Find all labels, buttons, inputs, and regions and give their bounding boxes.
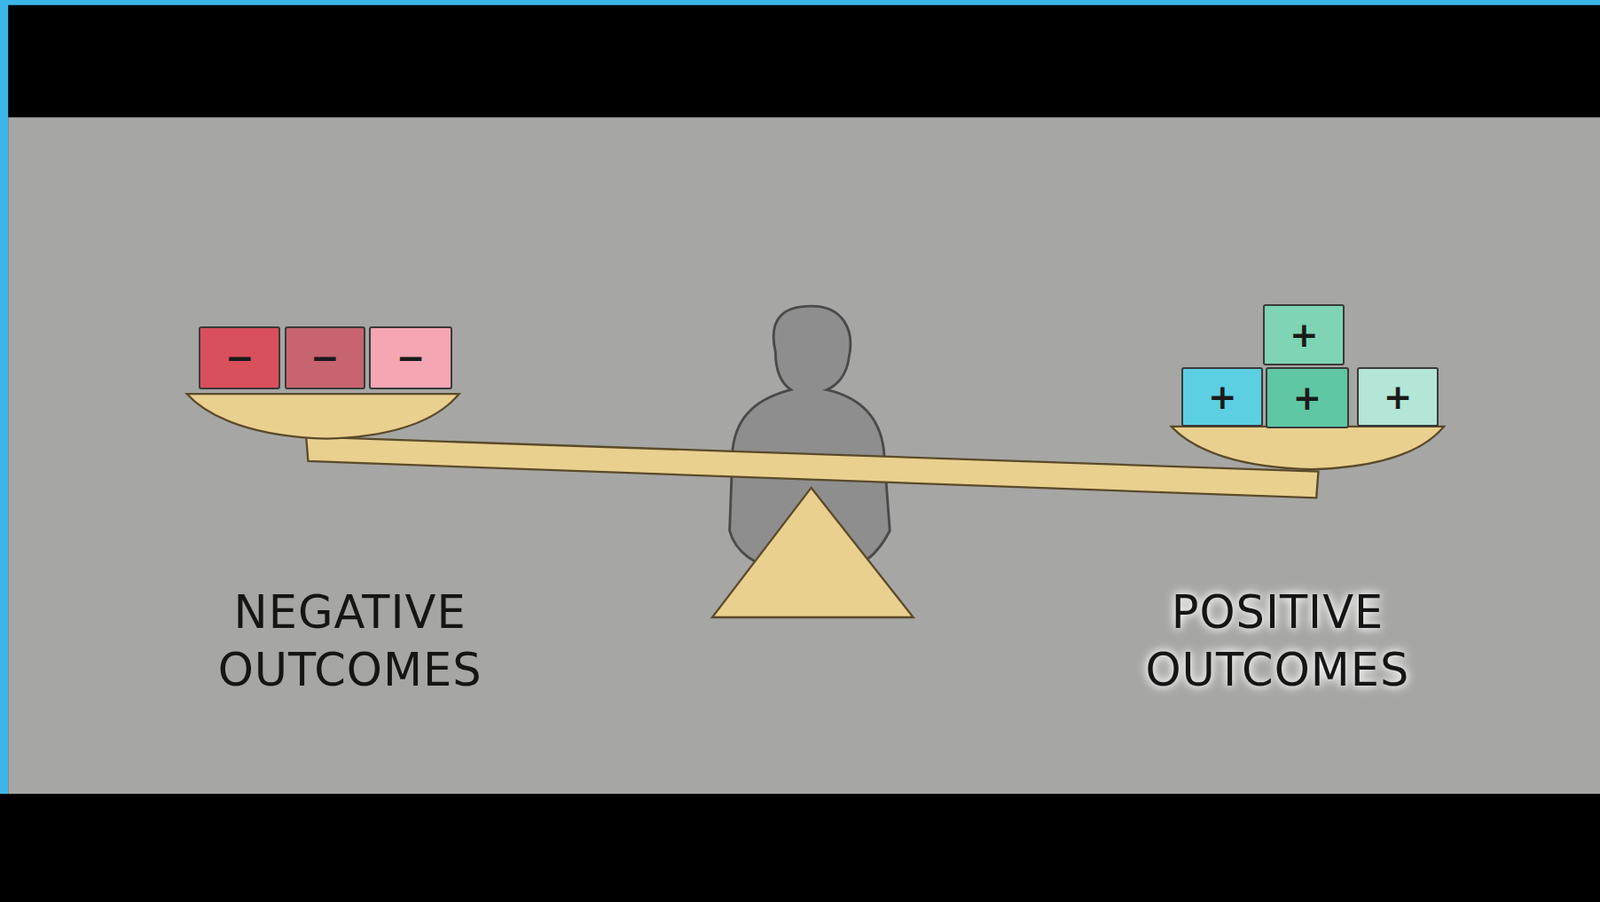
sign-text: − bbox=[310, 337, 340, 378]
negative-block: − bbox=[368, 326, 452, 390]
gray-backdrop bbox=[7, 117, 1600, 794]
outcome-label: POSITIVE OUTCOMES bbox=[1077, 583, 1477, 700]
positive-block: + bbox=[1356, 367, 1439, 427]
negative-block: − bbox=[198, 326, 281, 390]
left-border bbox=[0, 0, 8, 902]
left-pan bbox=[187, 393, 460, 440]
positive-block: + bbox=[1262, 304, 1345, 366]
sign-text: + bbox=[1383, 376, 1413, 417]
outcome-label: NEGATIVE OUTCOMES bbox=[150, 583, 550, 700]
positive-block: + bbox=[1181, 367, 1263, 427]
sign-text: − bbox=[396, 337, 426, 378]
sign-text: − bbox=[225, 337, 255, 378]
sign-text: + bbox=[1292, 377, 1322, 418]
bottom-bar bbox=[0, 793, 1600, 902]
positive-block: + bbox=[1265, 367, 1350, 429]
fulcrum bbox=[712, 487, 914, 618]
sign-text: + bbox=[1207, 376, 1238, 417]
sign-text: + bbox=[1289, 314, 1319, 355]
top-border bbox=[0, 0, 1600, 6]
right-pan bbox=[1171, 426, 1444, 470]
negative-block: − bbox=[284, 326, 366, 390]
